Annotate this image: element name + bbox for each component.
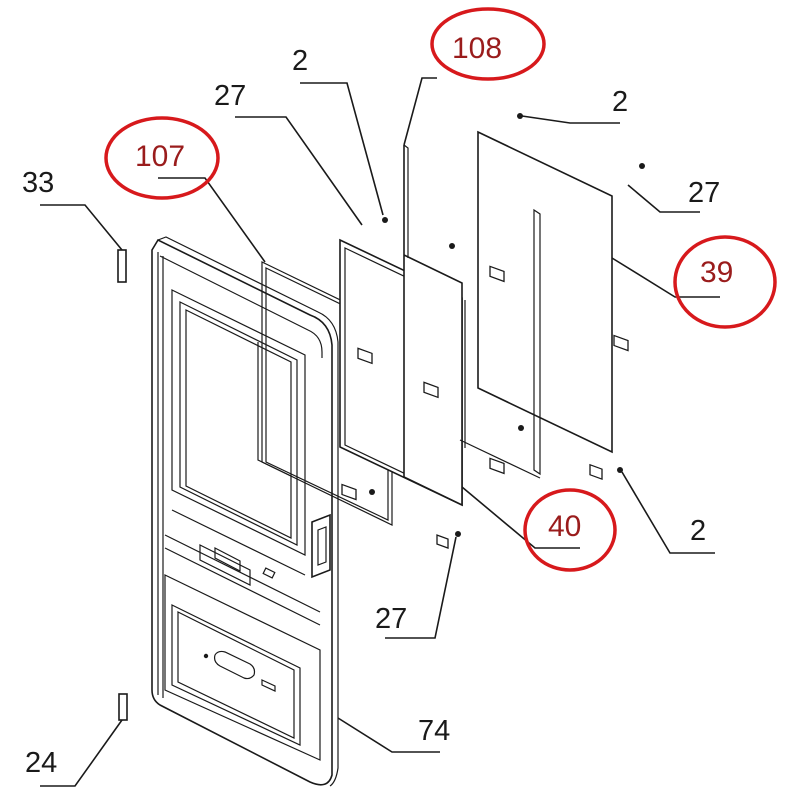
door-window-inner2	[185, 309, 292, 539]
door-body	[151, 238, 333, 786]
leader-2c	[621, 471, 715, 554]
leader-24	[40, 719, 123, 787]
sheet-panel-108	[403, 144, 463, 507]
callout-107: 107	[135, 140, 185, 173]
screw	[518, 425, 524, 431]
door-led	[262, 567, 276, 579]
leader-27b	[627, 184, 700, 213]
callout-labels: 108 2 27 2 107 33 27 39 40 2 27 74 24	[22, 32, 733, 779]
hinge-bracket	[357, 347, 373, 365]
pin-24	[118, 693, 128, 721]
door-display	[213, 650, 256, 680]
leader-74	[337, 717, 440, 753]
door-edge	[157, 236, 339, 787]
sheet-108-outline	[403, 145, 463, 507]
callout-27: 27	[375, 603, 407, 635]
callout-108: 108	[452, 32, 502, 65]
leader-2b	[521, 115, 620, 124]
leader-108	[403, 77, 437, 146]
back-plate-39	[459, 130, 613, 479]
leader-33	[40, 204, 123, 251]
screw	[382, 217, 388, 223]
door-display-button	[261, 679, 276, 692]
screw	[517, 113, 523, 119]
highlight-ring-40	[523, 488, 617, 572]
sheet-108-edge	[403, 144, 409, 258]
door-handle-slot	[317, 526, 327, 566]
hinge-bracket	[589, 463, 603, 480]
back-plate-rib	[533, 208, 541, 476]
callout-33: 33	[22, 167, 54, 199]
door-lower-panel	[164, 574, 321, 761]
callout-39: 39	[700, 256, 733, 289]
hinge-brackets	[341, 265, 629, 549]
callout-24: 24	[25, 747, 57, 779]
callout-2: 2	[612, 86, 628, 118]
door-window-outer	[171, 289, 306, 556]
door-left-edge	[157, 252, 164, 698]
leader-39	[611, 257, 720, 298]
highlight-ring-39	[673, 235, 777, 329]
pin-33	[117, 249, 127, 283]
callout-27: 27	[214, 80, 246, 112]
hinge-bracket	[613, 334, 629, 352]
screw	[617, 467, 623, 473]
callout-40: 40	[548, 510, 581, 543]
leader-107	[158, 177, 266, 263]
hinge-bracket	[489, 457, 505, 475]
screw	[639, 163, 645, 169]
leader-27c	[385, 536, 457, 639]
callout-74: 74	[418, 715, 450, 747]
back-plate-outline	[477, 130, 613, 454]
hinge-bracket	[423, 381, 439, 399]
door-handle-block	[311, 513, 331, 579]
leader-lines	[40, 77, 720, 787]
door-assembly	[151, 236, 339, 787]
door-window-inner	[179, 301, 298, 546]
hinge-bracket	[436, 534, 449, 549]
highlight-ring-108	[430, 7, 546, 81]
screw	[449, 243, 455, 249]
leader-27a	[235, 116, 363, 226]
highlight-rings	[104, 7, 777, 572]
screw	[369, 489, 375, 495]
callout-27: 27	[688, 177, 720, 209]
callout-2: 2	[292, 45, 308, 77]
door-mid-band	[164, 509, 321, 626]
hinge-bracket	[489, 265, 505, 283]
door-display-dot	[203, 653, 209, 659]
door-lower-inner	[171, 604, 301, 746]
leader-2a	[300, 82, 384, 216]
callout-2: 2	[690, 515, 706, 547]
leader-40	[461, 486, 580, 549]
door-dispenser-slot	[214, 547, 241, 572]
highlight-ring-107	[104, 116, 220, 200]
hinge-bracket	[341, 483, 357, 501]
back-plate-base	[459, 439, 541, 479]
door-lower-inner2	[177, 611, 295, 739]
door-dispenser	[199, 544, 251, 586]
screw	[455, 531, 461, 537]
screws	[369, 113, 645, 537]
door-top-rail	[159, 255, 323, 358]
